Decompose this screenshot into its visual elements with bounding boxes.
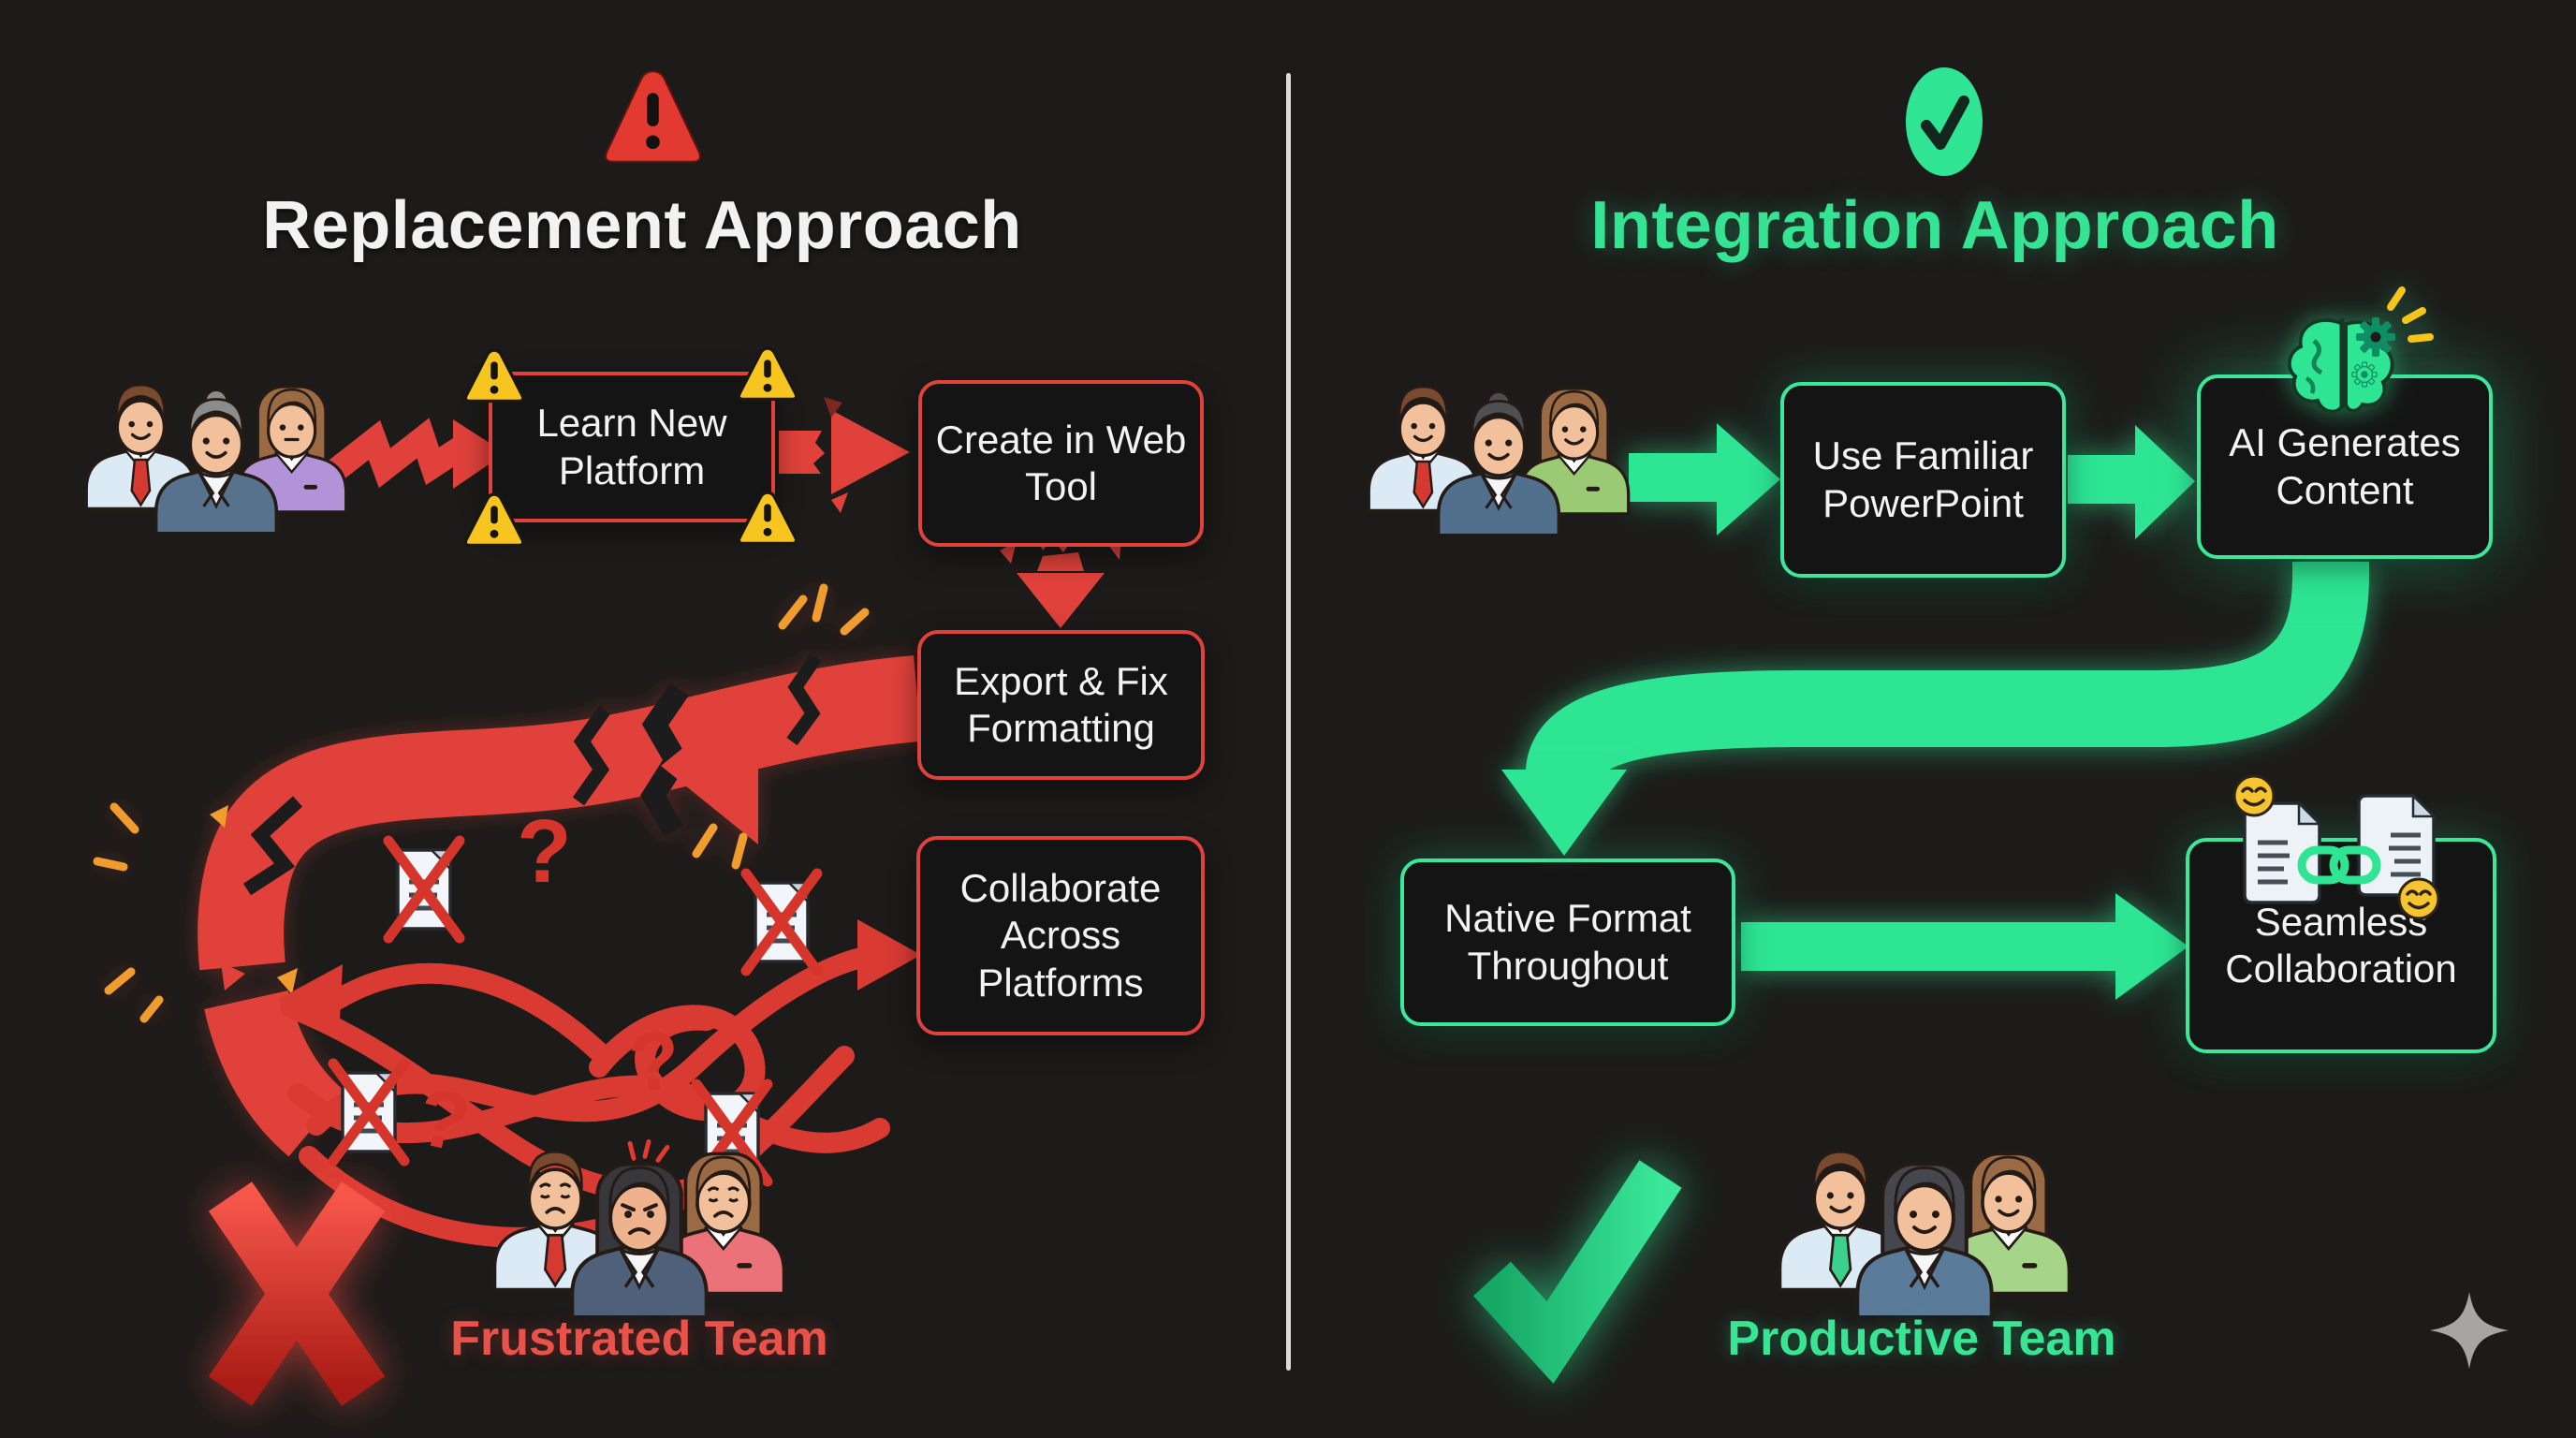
- crossed-document-icon: [746, 873, 817, 971]
- team-illustration-productive: [1778, 1150, 2071, 1315]
- person-figure: [570, 1138, 709, 1315]
- x-mark-icon: [208, 1181, 386, 1406]
- arrow-team-to-powerpoint: [1629, 423, 1780, 536]
- broken-journey-arrow: [93, 583, 921, 1157]
- sparkle-icon: [2430, 1292, 2509, 1369]
- cracked-arrow: [779, 397, 910, 513]
- person-figure: [661, 1152, 786, 1296]
- person-figure: [1517, 387, 1631, 516]
- smiley-icon: [2232, 774, 2276, 817]
- arrow-native-to-seamless: [1741, 893, 2188, 1000]
- team-illustration-left-top: [84, 383, 348, 532]
- question-mark: ?: [517, 801, 572, 902]
- s-curve-arrow: [1526, 562, 2369, 785]
- tangled-arrows: [277, 919, 921, 1248]
- person-figure: [154, 389, 279, 532]
- arrow-powerpoint-to-ai: [2068, 425, 2195, 539]
- flow-step-learn-new-platform: Learn New Platform: [489, 372, 775, 522]
- crossed-document-icon: [696, 1084, 768, 1181]
- s-curve-arrowhead: [1501, 770, 1627, 856]
- step-label: AI Generates Content: [2229, 420, 2461, 512]
- person-figure: [1855, 1162, 1994, 1315]
- question-mark: ?: [625, 1013, 683, 1109]
- person-figure: [84, 383, 198, 511]
- spark-marks: [93, 583, 870, 1023]
- person-figure: [1367, 385, 1480, 513]
- flow-step-use-familiar-powerpoint: Use Familiar PowerPoint: [1780, 382, 2066, 578]
- frustrated-team-caption: Frustrated Team: [450, 1312, 828, 1366]
- step-label: Use Familiar PowerPoint: [1812, 433, 2034, 525]
- person-figure: [235, 385, 348, 514]
- flow-step-seamless-collaboration: Seamless Collaboration: [2186, 838, 2496, 1053]
- flow-step-export-fix-formatting: Export & Fix Formatting: [917, 630, 1205, 780]
- flow-step-collaborate-across-platforms: Collaborate Across Platforms: [916, 836, 1205, 1035]
- question-mark: ?: [409, 1068, 478, 1170]
- flow-step-create-in-web-tool: Create in Web Tool: [918, 380, 1204, 547]
- person-figure: [1778, 1150, 1903, 1292]
- flow-step-ai-generates-content: AI Generates Content: [2197, 374, 2493, 559]
- person-figure: [492, 1150, 618, 1292]
- productive-team-caption: Productive Team: [1727, 1312, 2116, 1366]
- check-circle-icon: [1906, 67, 1983, 176]
- checkmark-icon: [1473, 1160, 1682, 1384]
- zigzag-arrow: [323, 418, 505, 489]
- step-label: Collaborate Across Platforms: [959, 865, 1162, 1005]
- left-title: Replacement Approach: [262, 188, 1022, 263]
- crossed-document-icons: [333, 841, 817, 1181]
- team-illustration-frustrated: [492, 1138, 786, 1315]
- step-label: Export & Fix Formatting: [954, 658, 1168, 750]
- step-label: Seamless Collaboration: [2225, 899, 2457, 990]
- right-title: Integration Approach: [1590, 188, 2279, 263]
- person-figure: [1436, 390, 1561, 534]
- step-label: Create in Web Tool: [935, 417, 1187, 508]
- crossed-document-icon: [333, 1064, 404, 1161]
- panel-divider: [1286, 73, 1291, 1371]
- step-label: Native Format Throughout: [1444, 896, 1691, 988]
- step-label: Learn New Platform: [536, 401, 727, 492]
- sparkle-lines: [2387, 286, 2434, 343]
- alert-triangle-icon: [604, 70, 702, 163]
- team-illustration-right-top: [1367, 385, 1631, 534]
- person-figure: [1946, 1152, 2071, 1296]
- crossed-document-icon: [388, 841, 460, 938]
- flow-step-native-format-throughout: Native Format Throughout: [1400, 858, 1735, 1026]
